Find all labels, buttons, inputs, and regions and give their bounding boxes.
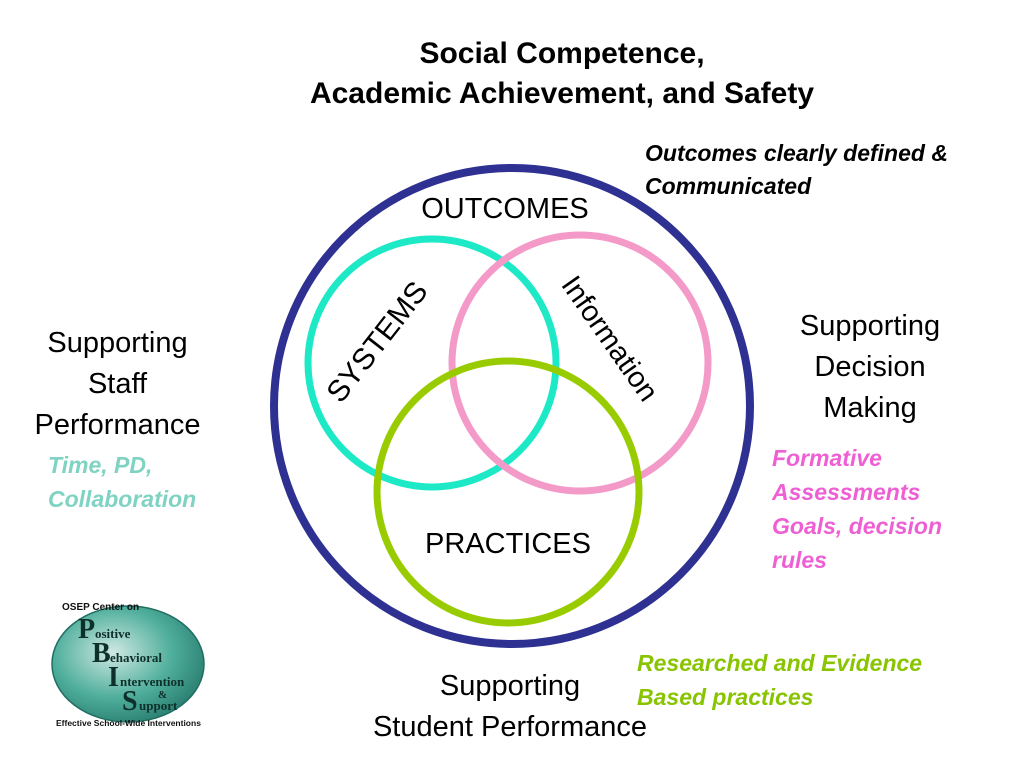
decision-label-line: Making — [823, 392, 917, 424]
practices-note-line: Based practices — [637, 684, 814, 710]
staff-note-line: Time, PD, — [48, 452, 153, 478]
decision-note: Formative Assessments Goals, decision ru… — [772, 441, 1012, 577]
decision-note-line: Goals, decision — [772, 513, 942, 539]
information-circle — [448, 231, 712, 495]
staff-note-line: Collaboration — [48, 486, 197, 512]
page-title: Social Competence, Academic Achievement,… — [212, 34, 912, 114]
logo-word: ehavioral — [110, 650, 162, 665]
practices-note-line: Researched and Evidence — [637, 650, 923, 676]
staff-label-line: Performance — [34, 409, 201, 441]
logo-word: ositive — [95, 626, 131, 641]
logo-bottom-text: Effective School-Wide Interventions — [56, 718, 201, 728]
decision-note-line: rules — [772, 547, 827, 573]
staff-label-line: Staff — [87, 368, 148, 400]
information-label: Information — [555, 270, 664, 407]
systems-label: SYSTEMS — [320, 276, 434, 409]
practices-circle — [373, 357, 643, 627]
outcomes-note: Outcomes clearly defined & Communicated — [645, 137, 1024, 203]
logo-word: & — [158, 689, 167, 701]
systems-circle — [304, 235, 560, 491]
logo-letter: B — [92, 638, 111, 669]
decision-label-line: Supporting — [799, 310, 941, 342]
decision-making-label: Supporting Decision Making — [770, 306, 970, 429]
outcomes-circle — [270, 164, 754, 648]
staff-performance-label: Supporting Staff Performance — [15, 323, 220, 446]
decision-label-line: Decision — [814, 351, 926, 383]
logo-top-text: OSEP Center on — [62, 602, 139, 613]
decision-note-line: Assessments — [772, 479, 921, 505]
pbis-logo-graphic: OSEP Center on P ositive B ehavioral I n… — [51, 602, 205, 728]
title-line-1: Social Competence, — [419, 37, 705, 70]
logo-letter: P — [78, 614, 95, 645]
outcomes-note-line-2: Communicated — [645, 173, 812, 199]
staff-note: Time, PD, Collaboration — [48, 448, 268, 516]
outcomes-label: OUTCOMES — [421, 193, 589, 225]
logo-word: upport — [139, 698, 178, 713]
student-performance-label: Supporting Student Performance — [320, 666, 700, 748]
decision-note-line: Formative — [772, 445, 882, 471]
pbis-logo: OSEP Center on P ositive B ehavioral I n… — [48, 596, 228, 732]
logo-letter: S — [122, 686, 138, 717]
practices-note: Researched and Evidence Based practices — [637, 646, 1017, 714]
logo-word: ntervention — [120, 674, 185, 689]
outcomes-note-line-1: Outcomes clearly defined & — [645, 140, 948, 166]
logo-letter: I — [108, 662, 119, 693]
staff-label-line: Supporting — [47, 327, 188, 359]
practices-label: PRACTICES — [425, 528, 591, 560]
title-line-2: Academic Achievement, and Safety — [309, 77, 815, 110]
student-label-line: Student Performance — [372, 711, 648, 743]
student-label-line: Supporting — [439, 670, 581, 702]
